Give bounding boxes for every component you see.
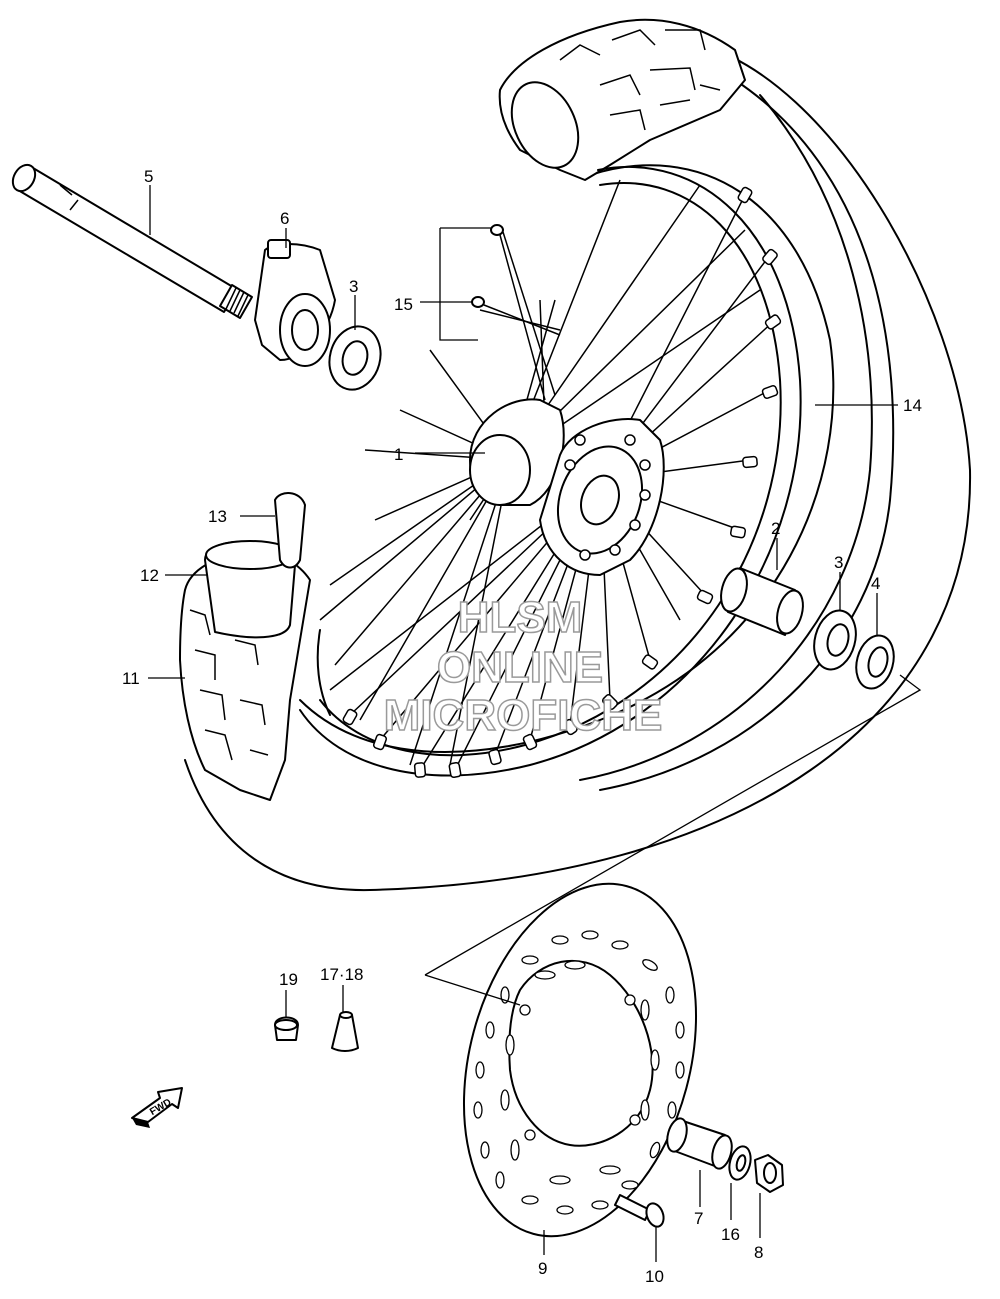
callout-labels: 5 6 3 15 1 13 12 11 14 2 3 4 19 17·18 7 … bbox=[122, 167, 922, 1286]
callout-8: 8 bbox=[754, 1243, 763, 1262]
watermark: HLSM ONLINE MICROFICHE bbox=[383, 592, 663, 741]
callout-1: 1 bbox=[394, 445, 403, 464]
washer bbox=[728, 1145, 752, 1181]
callout-13: 13 bbox=[208, 507, 227, 526]
callout-7: 7 bbox=[694, 1209, 703, 1228]
front-axle bbox=[11, 163, 253, 319]
callout-10: 10 bbox=[645, 1267, 664, 1286]
valve-cap bbox=[274, 1016, 299, 1041]
callout-3-right: 3 bbox=[834, 553, 843, 572]
hub bbox=[469, 398, 665, 576]
spacer bbox=[666, 1117, 733, 1170]
callout-15: 15 bbox=[394, 295, 413, 314]
watermark-line-3: MICROFICHE bbox=[384, 691, 663, 740]
callout-14: 14 bbox=[903, 396, 922, 415]
oil-seal bbox=[855, 634, 895, 690]
callout-3-upper: 3 bbox=[349, 277, 358, 296]
speedometer-gearbox bbox=[254, 239, 336, 367]
spacer-collar bbox=[720, 567, 804, 636]
disc-bolt bbox=[614, 1194, 665, 1228]
callout-2: 2 bbox=[771, 519, 780, 538]
callout-16: 16 bbox=[721, 1225, 740, 1244]
bearing-left bbox=[328, 325, 382, 391]
bearing-right bbox=[813, 609, 857, 671]
callout-6: 6 bbox=[280, 209, 289, 228]
watermark-line-2: ONLINE bbox=[437, 643, 603, 692]
callout-5: 5 bbox=[144, 167, 153, 186]
tire bbox=[179, 18, 972, 892]
callout-4: 4 bbox=[871, 574, 880, 593]
spokes bbox=[319, 179, 782, 779]
valve-core bbox=[331, 1011, 359, 1052]
callout-12: 12 bbox=[140, 566, 159, 585]
assembly-lines bbox=[424, 227, 922, 1006]
callout-19: 19 bbox=[279, 970, 298, 989]
fwd-label: FWD bbox=[148, 1097, 173, 1118]
axle-nut bbox=[754, 1154, 784, 1193]
leader-lines bbox=[148, 185, 898, 1262]
callout-9: 9 bbox=[538, 1259, 547, 1278]
watermark-line-1: HLSM bbox=[458, 593, 583, 642]
callout-17-18: 17·18 bbox=[320, 965, 363, 984]
spoke-nipples bbox=[471, 224, 561, 396]
brake-disc bbox=[462, 882, 698, 1238]
callout-11: 11 bbox=[122, 669, 140, 688]
fwd-arrow-icon: FWD bbox=[131, 1087, 183, 1128]
